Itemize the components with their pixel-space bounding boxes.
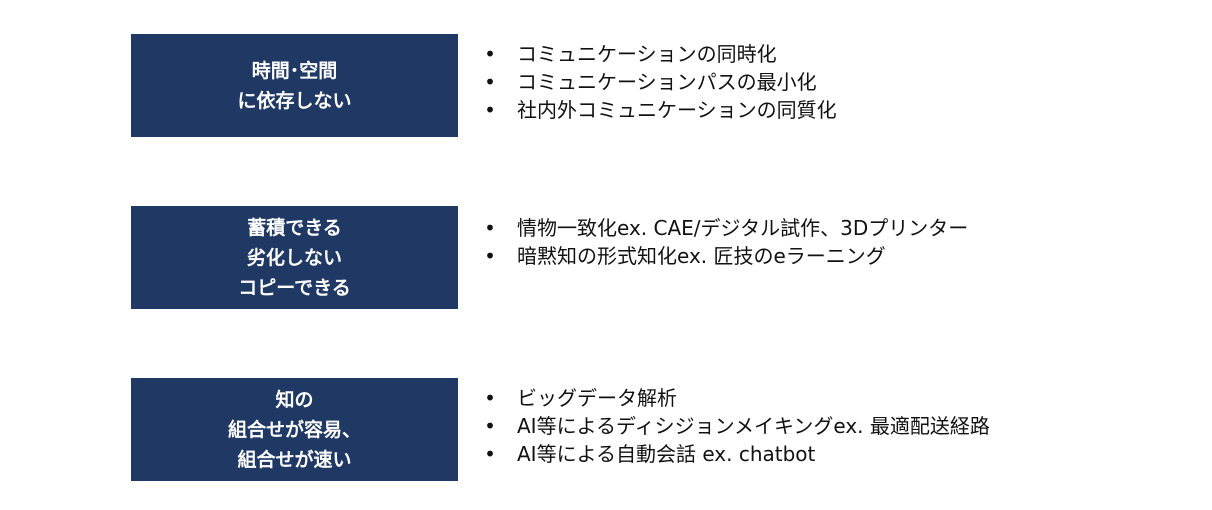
bullet-list-3: •ビッグデータ解析 •AI等によるディシジョンメイキングex. 最適配送経路 •… bbox=[483, 384, 990, 468]
category-box-1-line-2: に依存しない bbox=[237, 89, 352, 112]
bullet-icon: • bbox=[484, 414, 496, 438]
list-item: •AI等によるディシジョンメイキングex. 最適配送経路 bbox=[484, 414, 990, 438]
list-item: •情物一致化ex. CAE/デジタル試作、3Dプリンター bbox=[484, 216, 969, 240]
bullet-icon: • bbox=[484, 244, 496, 268]
category-box-3: 知の 組合せが容易、 組合せが速い bbox=[131, 378, 458, 481]
bullet-icon: • bbox=[484, 386, 496, 410]
bullet-icon: • bbox=[484, 216, 496, 240]
bullet-icon: • bbox=[484, 70, 496, 94]
category-box-3-line-3: 組合せが速い bbox=[237, 448, 352, 471]
bullet-icon: • bbox=[484, 98, 496, 122]
bullet-list-1: •コミュニケーションの同時化 •コミュニケーションパスの最小化 •社内外コミュニ… bbox=[483, 40, 837, 124]
list-item: •ビッグデータ解析 bbox=[484, 386, 677, 410]
bullet-list-2: •情物一致化ex. CAE/デジタル試作、3Dプリンター •暗黙知の形式知化ex… bbox=[483, 214, 968, 270]
category-box-2-line-3: コピーできる bbox=[238, 276, 351, 299]
category-box-2: 蓄積できる 劣化しない コピーできる bbox=[131, 206, 458, 309]
category-box-1: 時間･空間 に依存しない bbox=[131, 34, 458, 137]
list-item: •コミュニケーションパスの最小化 bbox=[484, 70, 817, 94]
category-box-2-line-1: 蓄積できる bbox=[247, 216, 342, 239]
category-box-3-line-1: 知の bbox=[275, 388, 314, 411]
list-item: •社内外コミュニケーションの同質化 bbox=[484, 98, 837, 122]
bullet-icon: • bbox=[484, 442, 496, 466]
list-item: •AI等による自動会話 ex. chatbot bbox=[484, 442, 816, 466]
category-box-3-line-2: 組合せが容易、 bbox=[227, 418, 361, 441]
list-item: •暗黙知の形式知化ex. 匠技のeラーニング bbox=[484, 244, 886, 268]
bullet-icon: • bbox=[484, 42, 496, 66]
category-box-2-line-2: 劣化しない bbox=[246, 246, 342, 269]
category-box-1-line-1: 時間･空間 bbox=[251, 59, 338, 82]
list-item: •コミュニケーションの同時化 bbox=[484, 42, 777, 66]
